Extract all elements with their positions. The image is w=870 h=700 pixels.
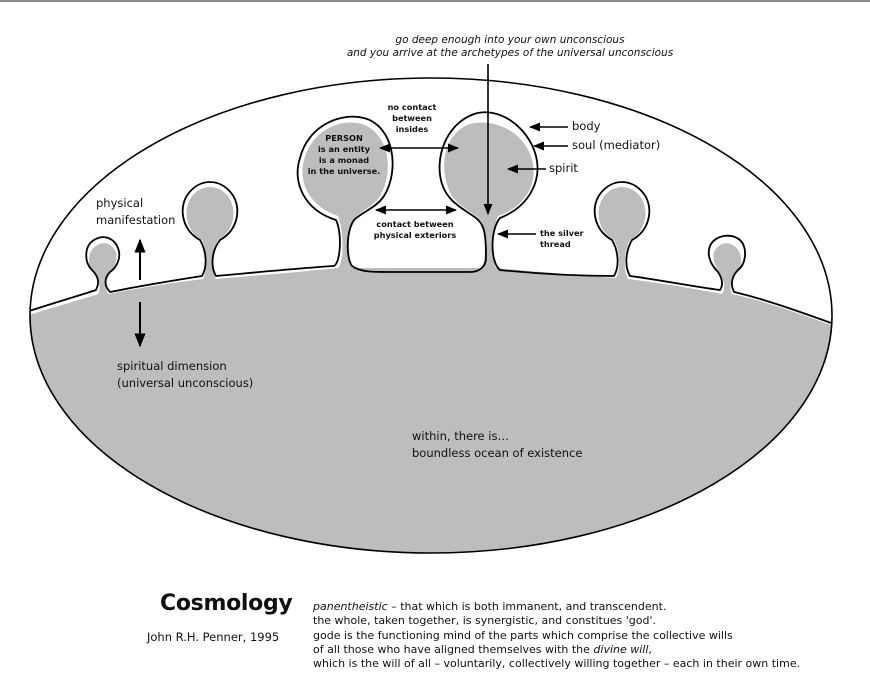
soul-label: soul (mediator) <box>572 138 661 152</box>
contact-exteriors-label: contact between physical exteriors <box>370 219 460 241</box>
desc-text-4: , <box>648 642 652 656</box>
desc-line-3: gode is the functioning mind of the part… <box>313 629 800 643</box>
desc-text-1: – that which is both immanent, and trans… <box>387 600 667 613</box>
person-line-2: is an entity <box>317 144 371 155</box>
desc-italic-4: divine will <box>593 642 649 656</box>
desc-italic-1: panentheistic <box>313 600 388 613</box>
quote-line-1: go deep enough into your own unconscious <box>395 34 625 46</box>
spiritual-line-1: spiritual dimension <box>117 359 227 373</box>
ground-outline <box>30 111 832 329</box>
desc-line-1: panentheistic – that which is both imman… <box>313 600 800 614</box>
silver-thread-line-2: thread <box>540 239 571 250</box>
silver-thread-label: the silver thread <box>540 228 584 250</box>
no-contact-line-1: no contact <box>387 102 437 112</box>
no-contact-label: no contact between insides <box>382 102 442 135</box>
caption-title: Cosmology <box>160 591 293 616</box>
person-title: PERSON <box>325 133 363 143</box>
physical-line-1: physical <box>96 196 144 210</box>
desc-text-3: gode is the functioning mind of the part… <box>313 628 733 642</box>
physical-manifestation-label: physical manifestation <box>96 195 175 228</box>
ocean-line-2: boundless ocean of existence <box>412 445 583 460</box>
contact-line-2: physical exteriors <box>373 230 457 241</box>
ocean-of-existence <box>30 122 832 553</box>
universe-ellipse <box>29 77 833 554</box>
caption-author: John R.H. Penner, 1995 <box>147 630 280 644</box>
no-contact-line-3: insides <box>395 124 429 135</box>
caption-description: panentheistic – that which is both imman… <box>313 600 800 671</box>
physical-line-2: manifestation <box>96 212 176 227</box>
ocean-line-1: within, there is… <box>412 429 509 443</box>
spiritual-line-2: (universal unconscious) <box>117 376 254 391</box>
contact-line-1: contact between <box>376 219 454 229</box>
desc-line-5: which is the will of all – voluntarily, … <box>313 657 800 671</box>
silver-thread-line-1: the silver <box>540 228 584 238</box>
person-label: PERSON is an entity is a monad in the un… <box>300 133 388 177</box>
desc-pre-4: of all those who have aligned themselves… <box>313 642 594 656</box>
no-contact-line-2: between <box>392 113 432 124</box>
spirit-label: spirit <box>549 161 578 175</box>
quote-line-2: and you arrive at the archetypes of the … <box>346 47 674 59</box>
person-line-3: is a monad <box>318 155 370 166</box>
desc-text-2: the whole, taken together, is synergisti… <box>313 614 657 628</box>
person-line-4: in the universe. <box>307 166 381 177</box>
desc-line-2: the whole, taken together, is synergisti… <box>313 614 800 628</box>
desc-line-4: of all those who have aligned themselves… <box>313 643 800 657</box>
top-rule <box>0 0 870 2</box>
desc-text-5: which is the will of all – voluntarily, … <box>313 657 801 671</box>
ocean-label: within, there is… boundless ocean of exi… <box>412 428 582 461</box>
spiritual-dimension-label: spiritual dimension (universal unconscio… <box>117 358 253 393</box>
body-label: body <box>572 119 601 133</box>
